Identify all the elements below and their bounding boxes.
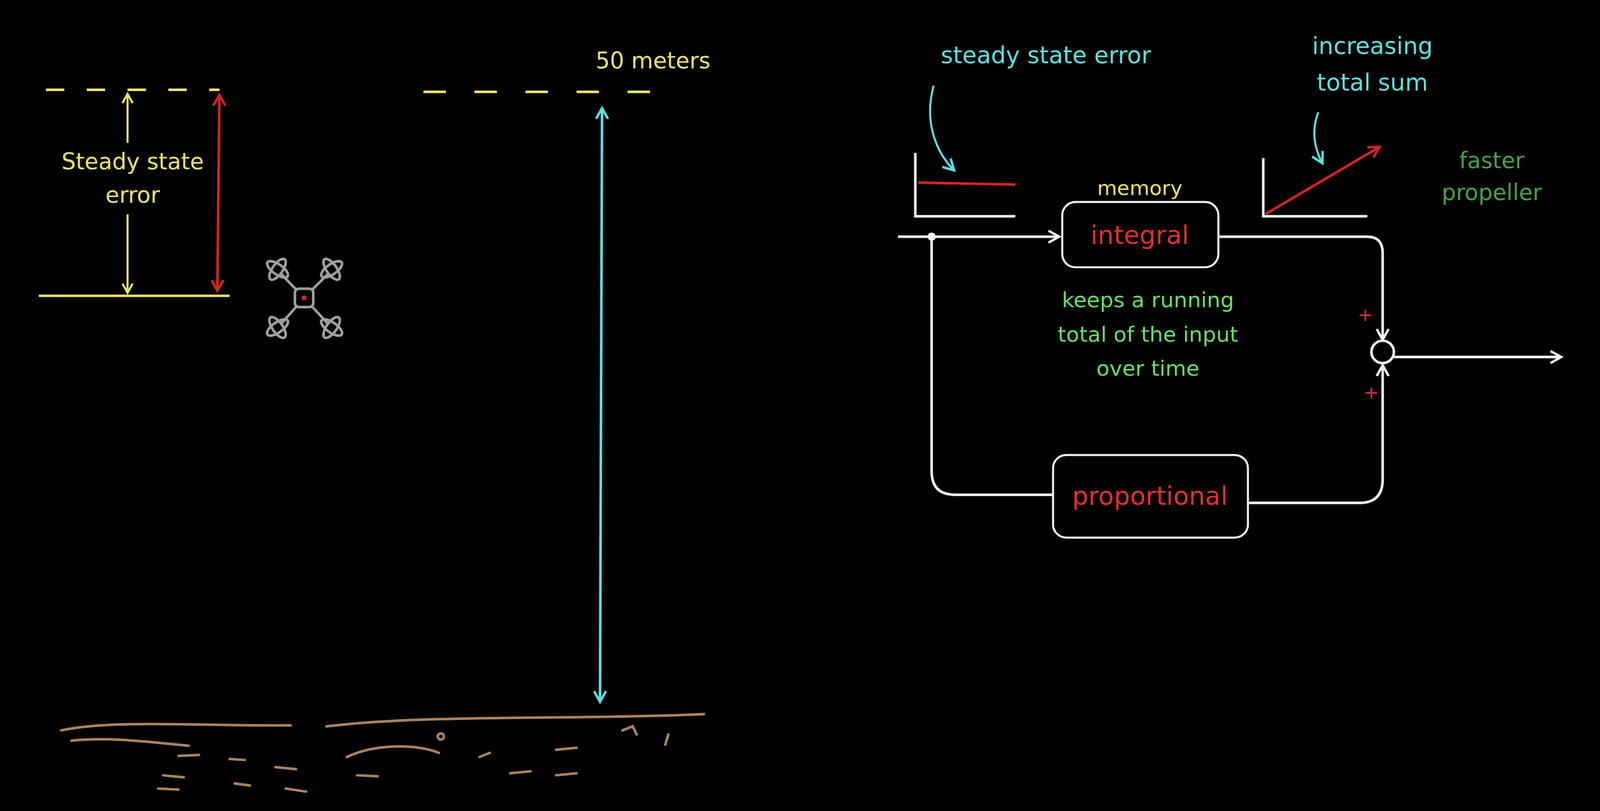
annotation: Steady state error bbox=[61, 143, 204, 215]
setpoint-line bbox=[423, 90, 674, 94]
annotation: 50 meters bbox=[566, 46, 740, 77]
altitude-line bbox=[38, 294, 230, 298]
ramp-signal bbox=[1265, 146, 1380, 215]
annotation: increasing total sum bbox=[1285, 28, 1459, 102]
drone-icon bbox=[264, 256, 345, 341]
annotation: steady state error bbox=[892, 40, 1199, 72]
ground bbox=[61, 714, 705, 793]
callout-arrow bbox=[1314, 112, 1323, 164]
callout-arrow bbox=[930, 85, 955, 171]
process-box: proportional bbox=[1051, 453, 1249, 539]
setpoint-line bbox=[45, 88, 220, 92]
constant-signal bbox=[918, 182, 1016, 185]
box-label: integral bbox=[1090, 219, 1190, 250]
annotation: faster propeller bbox=[1415, 145, 1569, 209]
branch-dot bbox=[927, 232, 936, 241]
annotation: keeps a running total of the input over … bbox=[1038, 283, 1258, 387]
annotation: + bbox=[1360, 381, 1383, 404]
height-arrow bbox=[599, 108, 602, 703]
box-label: proportional bbox=[1072, 481, 1228, 511]
error-arrow bbox=[217, 94, 220, 291]
process-box: memoryintegral bbox=[1060, 201, 1219, 269]
annotation: + bbox=[1353, 304, 1377, 327]
box-heading: memory bbox=[1097, 175, 1183, 201]
